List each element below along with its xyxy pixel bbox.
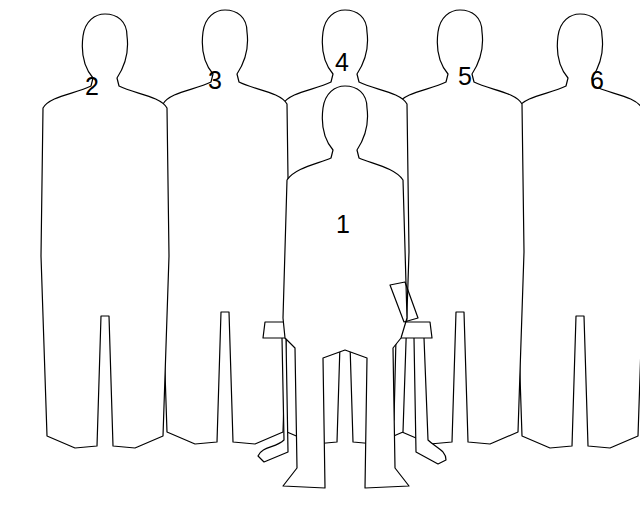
callout-number: 1	[336, 212, 350, 237]
callout-number: 6	[590, 68, 604, 93]
standing-figure	[161, 10, 289, 444]
callout-number: 4	[335, 50, 349, 75]
standing-figure	[41, 14, 169, 448]
callout-number: 2	[85, 74, 99, 99]
hand	[390, 282, 418, 322]
callout-number: 3	[208, 68, 222, 93]
seated-figure	[283, 86, 409, 488]
callout-number: 5	[458, 64, 472, 89]
standing-figure	[516, 14, 640, 448]
